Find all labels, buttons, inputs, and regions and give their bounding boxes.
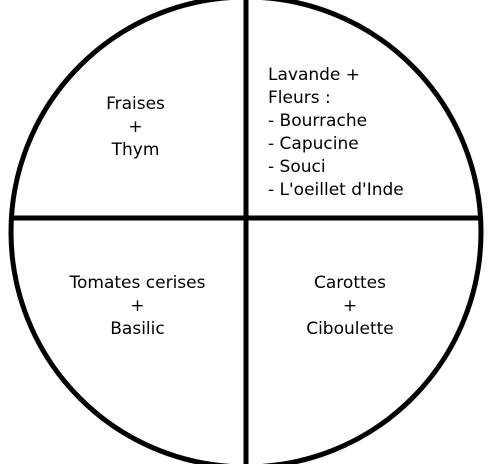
quadrant-text-line: + (130, 296, 145, 316)
flower-list-item: - Bourrache (268, 111, 368, 131)
quadrant-text-line: Thym (111, 140, 160, 160)
quadrant-text-line: Lavande + (268, 65, 361, 85)
outer-circle (8, 0, 484, 464)
quadrant-text-line: Basilic (110, 319, 165, 339)
quadrant-text-line: Ciboulette (306, 319, 394, 339)
quadrant-text-line: Tomates cerises (69, 273, 206, 293)
quadrant-top-right: Lavande + Fleurs : - Bourrache - Capucin… (268, 64, 468, 202)
quadrant-text-line: + (342, 296, 358, 316)
quadrant-text-line: Fraises (106, 94, 165, 114)
quadrant-bottom-left: Tomates cerises + Basilic (55, 272, 220, 341)
quadrant-text-line: + (128, 117, 143, 137)
flower-list-item: - Capucine (268, 134, 359, 154)
quadrant-text-line: Carottes (314, 273, 386, 293)
quadrant-top-left: Fraises + Thym (83, 93, 188, 162)
flower-list-item: - Souci (268, 157, 326, 177)
flower-list-item: - L'oeillet d'Inde (268, 180, 404, 200)
quadrant-text-line: Fleurs : (268, 88, 331, 108)
quadrant-bottom-right: Carottes + Ciboulette (290, 272, 410, 341)
